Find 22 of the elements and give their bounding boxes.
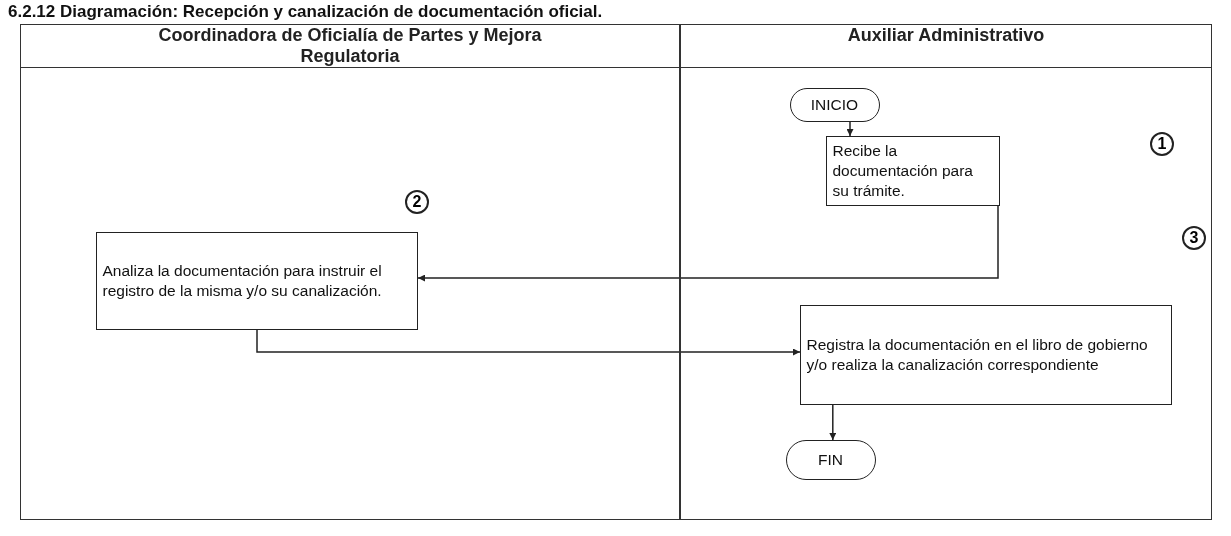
process-box bbox=[825, 135, 1000, 206]
process-box bbox=[799, 304, 1172, 405]
flow-arrow bbox=[417, 205, 999, 282]
lane-title: Coordinadora de Oficialía de Partes y Mejora Regulatoria bbox=[157, 25, 543, 67]
swimlane bbox=[20, 24, 680, 520]
step-text: INICIO bbox=[810, 94, 859, 115]
flow-arrow bbox=[829, 404, 837, 441]
step-text: Analiza la documentación para instruir el registro de la misma y/o su canalización. bbox=[102, 260, 383, 301]
flow-arrow bbox=[846, 121, 854, 137]
terminator bbox=[789, 87, 880, 122]
step-text: FIN bbox=[818, 449, 843, 470]
lane-title: Auxiliar Administrativo bbox=[847, 25, 1045, 46]
callout-number: 2 bbox=[405, 190, 429, 214]
diagram-title: 6.2.12 Diagramación: Recepción y canalización de documentación oficial. bbox=[8, 2, 603, 22]
step-text: Registra la documentación en el libro de gobierno y/o realiza la canalización correspondiente bbox=[806, 334, 1149, 375]
process-box bbox=[95, 231, 418, 330]
terminator bbox=[785, 439, 876, 480]
callout-number: 1 bbox=[1150, 132, 1174, 156]
callout-number: 3 bbox=[1182, 226, 1206, 250]
swimlane bbox=[680, 24, 1212, 520]
flow-arrow bbox=[256, 329, 801, 356]
step-text: Recibe la documentación para su trámite. bbox=[832, 140, 974, 201]
